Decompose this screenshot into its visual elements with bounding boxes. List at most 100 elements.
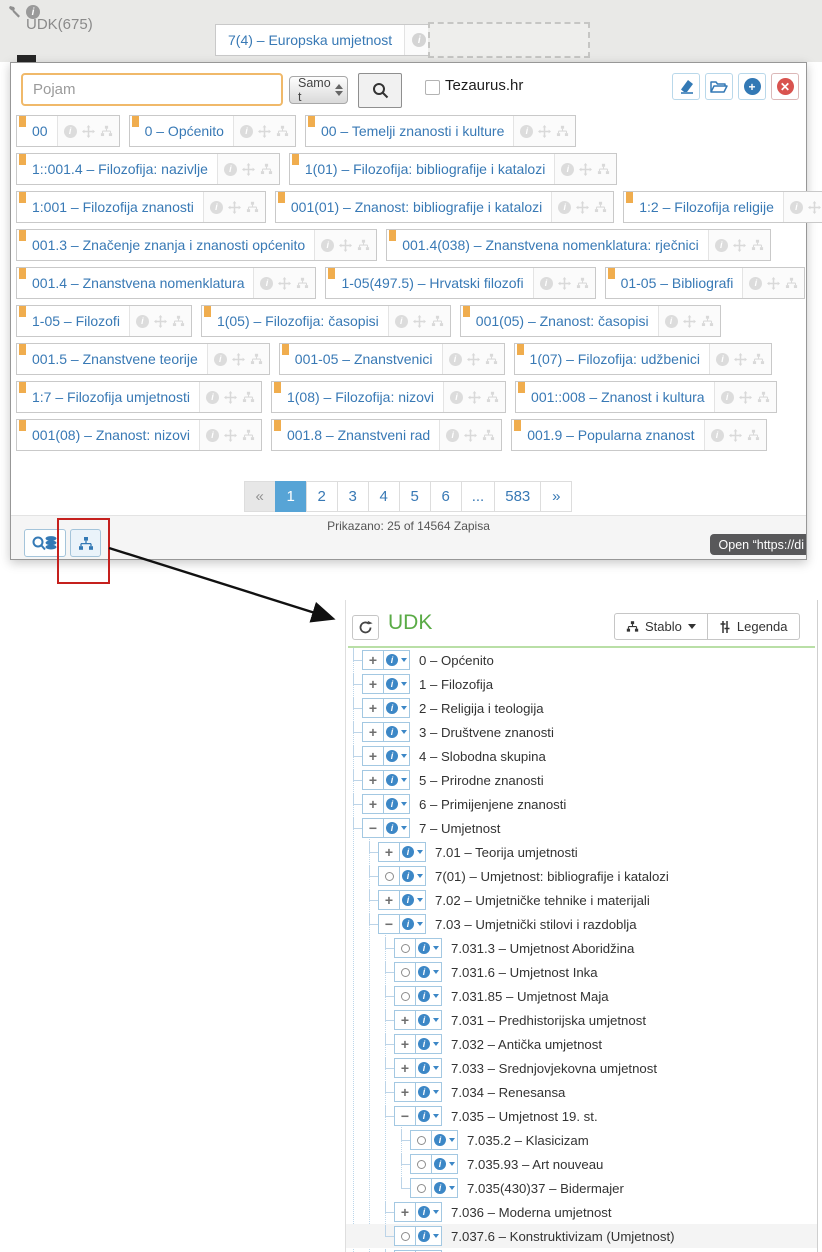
tree-toggle-button[interactable]: + — [362, 722, 384, 742]
chip-info-icon[interactable]: i — [321, 238, 335, 252]
chip-tree-icon[interactable] — [242, 391, 255, 403]
tree-row-label[interactable]: 7.036 – Moderna umjetnost — [451, 1204, 612, 1220]
tree-row-label[interactable]: 5 – Prirodne znanosti — [419, 772, 544, 788]
tree-info-button[interactable]: i — [415, 1034, 442, 1054]
tree-row-label[interactable]: 7.035.93 – Art nouveau — [467, 1156, 604, 1172]
tree-info-button[interactable]: i — [383, 698, 410, 718]
tree-info-button[interactable]: i — [383, 746, 410, 766]
result-chip[interactable]: 00 i — [16, 115, 120, 147]
tree-info-button[interactable]: i — [431, 1154, 458, 1174]
search-button[interactable] — [358, 73, 402, 108]
chip-info-icon[interactable]: i — [394, 314, 408, 328]
tree-row-label[interactable]: 3 – Društvene znanosti — [419, 724, 554, 740]
tree-toggle-button[interactable]: + — [394, 1202, 416, 1222]
empty-drop-target[interactable] — [428, 22, 590, 58]
tree-toggle-button[interactable]: − — [394, 1106, 416, 1126]
chip-move-icon[interactable] — [223, 428, 237, 442]
result-chip[interactable]: 1:7 – Filozofija umjetnosti i — [16, 381, 262, 413]
tree-toggle-button[interactable]: + — [394, 1010, 416, 1030]
chip-tree-icon[interactable] — [276, 125, 289, 137]
tree-row-label[interactable]: 4 – Slobodna skupina — [419, 748, 546, 764]
tree-toggle-button[interactable] — [394, 962, 416, 982]
chip-tree-icon[interactable] — [701, 315, 714, 327]
pagination-item[interactable]: 2 — [305, 481, 338, 512]
chip-move-icon[interactable] — [241, 162, 255, 176]
chip-info-icon[interactable]: i — [450, 390, 464, 404]
chip-info-icon[interactable]: i — [720, 390, 734, 404]
chip-tree-icon[interactable] — [250, 353, 263, 365]
tree-info-button[interactable]: i — [399, 842, 426, 862]
tree-info-button[interactable]: i — [383, 722, 410, 742]
chip-tree-icon[interactable] — [100, 125, 113, 137]
legenda-button[interactable]: Legenda — [706, 613, 800, 640]
chip-tree-icon[interactable] — [260, 163, 273, 175]
chip-info-icon[interactable]: i — [260, 276, 274, 290]
chip-move-icon[interactable] — [257, 124, 271, 138]
chip-info-icon[interactable]: i — [135, 314, 149, 328]
search-filter-select[interactable]: Samo t — [289, 76, 348, 104]
chip-info-icon[interactable]: i — [749, 276, 763, 290]
chip-move-icon[interactable] — [227, 200, 241, 214]
tree-info-button[interactable]: i — [383, 770, 410, 790]
chip-tree-icon[interactable] — [246, 201, 259, 213]
tree-view-button[interactable] — [70, 529, 101, 557]
tree-info-button[interactable]: i — [383, 794, 410, 814]
tree-toggle-button[interactable] — [410, 1178, 432, 1198]
chip-move-icon[interactable] — [579, 162, 593, 176]
tree-toggle-button[interactable] — [378, 866, 400, 886]
tree-row-label[interactable]: 7.037.6 – Konstruktivizam (Umjetnost) — [451, 1228, 675, 1244]
result-chip[interactable]: 1:2 – Filozofija religije i — [623, 191, 822, 223]
tree-toggle-button[interactable] — [410, 1154, 432, 1174]
chip-move-icon[interactable] — [466, 352, 480, 366]
tree-info-button[interactable]: i — [415, 1082, 442, 1102]
pagination-item[interactable]: 6 — [429, 481, 462, 512]
tree-info-button[interactable]: i — [415, 938, 442, 958]
tree-info-button[interactable]: i — [415, 1226, 442, 1246]
result-chip[interactable]: 1(05) – Filozofija: časopisi i — [200, 305, 451, 337]
chip-tree-icon[interactable] — [785, 277, 798, 289]
chip-move-icon[interactable] — [682, 314, 696, 328]
chip-tree-icon[interactable] — [751, 239, 764, 251]
wrench-icon[interactable] — [8, 5, 22, 19]
chip-info-icon[interactable]: i — [205, 390, 219, 404]
stablo-dropdown-button[interactable]: Stablo — [614, 613, 708, 640]
result-chip[interactable]: 1:001 – Filozofija znanosti i — [16, 191, 266, 223]
chip-move-icon[interactable] — [153, 314, 167, 328]
selected-term-chip[interactable]: 7(4) – Europska umjetnost i — [215, 24, 435, 56]
tree-toggle-button[interactable]: + — [394, 1082, 416, 1102]
tree-info-button[interactable]: i — [431, 1178, 458, 1198]
result-chip[interactable]: 001.5 – Znanstvene teorije i — [16, 343, 270, 375]
clear-button[interactable] — [672, 73, 700, 100]
add-button[interactable]: + — [738, 73, 766, 100]
chip-move-icon[interactable] — [576, 200, 590, 214]
tree-row-label[interactable]: 0 – Općenito — [419, 652, 494, 668]
tree-info-button[interactable]: i — [399, 866, 426, 886]
tree-row-label[interactable]: 7.035 – Umjetnost 19. st. — [451, 1108, 598, 1124]
chip-info-icon[interactable]: i — [223, 162, 237, 176]
pagination-item[interactable]: 3 — [336, 481, 369, 512]
tree-toggle-button[interactable]: + — [378, 842, 400, 862]
tezaurus-checkbox[interactable] — [425, 80, 440, 95]
tree-toggle-button[interactable]: − — [378, 914, 400, 934]
tree-row-label[interactable]: 1 – Filozofija — [419, 676, 494, 692]
tree-row-label[interactable]: 7.031.6 – Umjetnost Inka — [451, 964, 598, 980]
tree-toggle-button[interactable]: + — [362, 794, 384, 814]
chip-move-icon[interactable] — [468, 390, 482, 404]
tree-info-button[interactable]: i — [415, 1058, 442, 1078]
result-chip[interactable]: 001.3 – Značenje znanja i znanosti općen… — [16, 229, 378, 261]
chip-info-icon[interactable]: i — [789, 200, 803, 214]
tree-info-button[interactable]: i — [431, 1130, 458, 1150]
tree-toggle-button[interactable]: + — [394, 1058, 416, 1078]
result-chip[interactable]: 1(07) – Filozofija: udžbenici i — [513, 343, 772, 375]
chip-move-icon[interactable] — [81, 124, 95, 138]
tree-row-label[interactable]: 2 – Religija i teologija — [419, 700, 544, 716]
chip-info-icon[interactable]: i — [63, 124, 77, 138]
pagination-item[interactable]: 583 — [494, 481, 542, 512]
chip-info-icon[interactable]: i — [710, 428, 724, 442]
chip-info-icon[interactable]: i — [239, 124, 253, 138]
chip-tree-icon[interactable] — [752, 353, 765, 365]
chip-tree-icon[interactable] — [357, 239, 370, 251]
result-chip[interactable]: 1::001.4 – Filozofija: nazivlje i — [16, 153, 280, 185]
result-chip[interactable]: 001(05) – Znanost: časopisi i — [459, 305, 721, 337]
tree-info-button[interactable]: i — [415, 962, 442, 982]
